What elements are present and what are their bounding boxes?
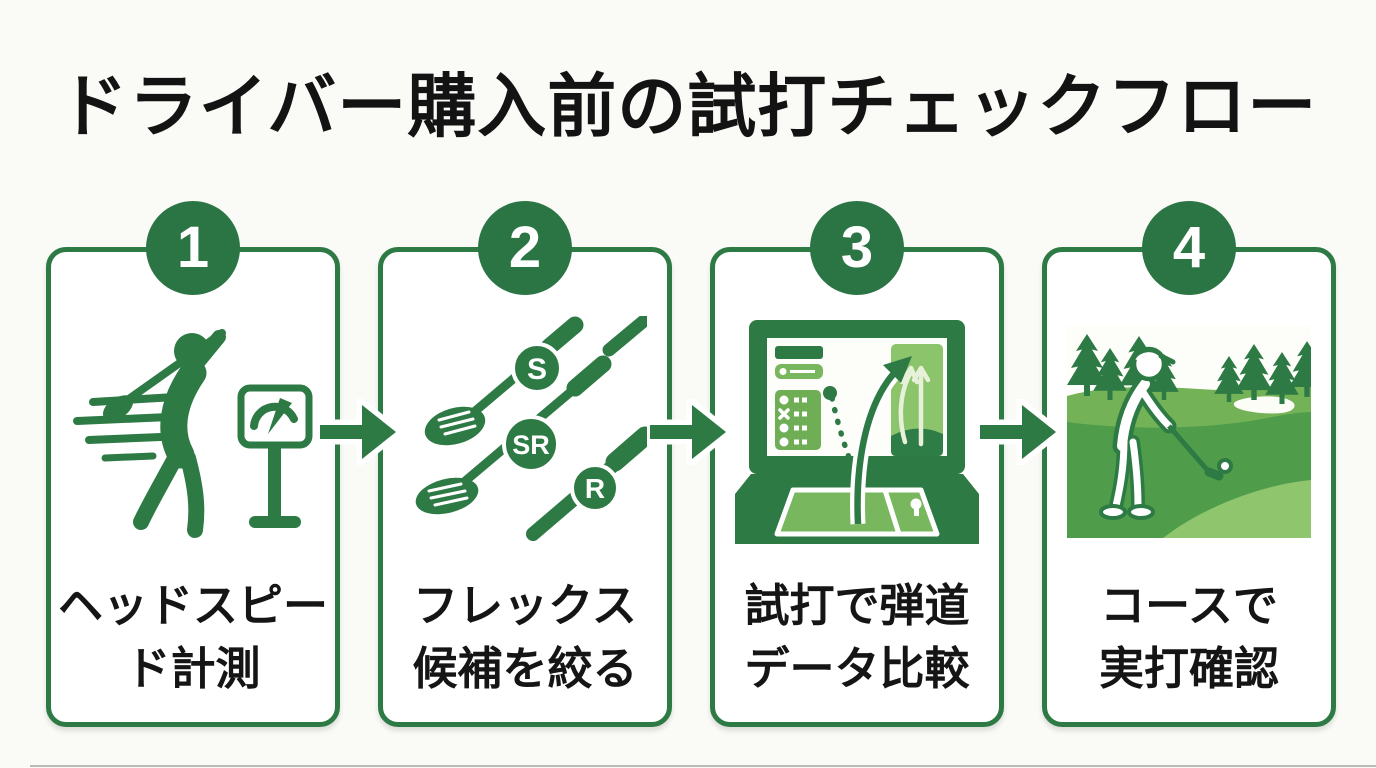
step-label-line: 候補を絞る <box>412 643 638 694</box>
golf-course-play-icon <box>1067 326 1325 558</box>
step-label-line: ド計測 <box>125 643 261 694</box>
step-card-2: 2 <box>378 201 672 727</box>
step-label: コースで 実打確認 <box>1047 574 1331 700</box>
golf-swing-speed-meter-icon <box>71 316 315 548</box>
bottom-edge-line <box>30 765 1376 767</box>
right-arrow-icon <box>974 393 1065 471</box>
step-number-badge: 1 <box>146 201 240 295</box>
golf-club-flex-candidates-icon: S SR R <box>403 313 655 548</box>
step-label-line: コースで <box>1100 580 1278 631</box>
page-title: ドライバー購入前の試打チェックフロー <box>58 68 1318 145</box>
flex-badge-s: S <box>527 353 547 386</box>
step-number-badge: 2 <box>478 201 572 295</box>
step-card-1: 1 <box>46 201 340 727</box>
flex-badge-sr: SR <box>512 430 550 460</box>
step-label: フレックス 候補を絞る <box>383 574 667 700</box>
flex-badges: S SR R <box>502 342 620 513</box>
step-label-line: フレックス <box>413 580 637 631</box>
flex-badge-r: R <box>585 473 605 504</box>
step-label-line: ヘッドスピー <box>57 580 328 631</box>
right-arrow-icon <box>314 393 405 471</box>
step-label-line: データ比較 <box>744 643 970 694</box>
right-arrow-icon <box>644 393 735 471</box>
step-card-3: 3 <box>710 201 1004 727</box>
step-label-line: 実打確認 <box>1098 643 1279 694</box>
step-label: ヘッドスピー ド計測 <box>51 574 335 700</box>
launch-monitor-trajectory-icon <box>735 316 979 548</box>
step-label: 試打で弾道 データ比較 <box>715 574 999 700</box>
step-card-4: 4 <box>1042 201 1336 727</box>
step-label-line: 試打で弾道 <box>744 580 970 631</box>
step-number-badge: 4 <box>1142 201 1236 295</box>
step-number-badge: 3 <box>810 201 904 295</box>
